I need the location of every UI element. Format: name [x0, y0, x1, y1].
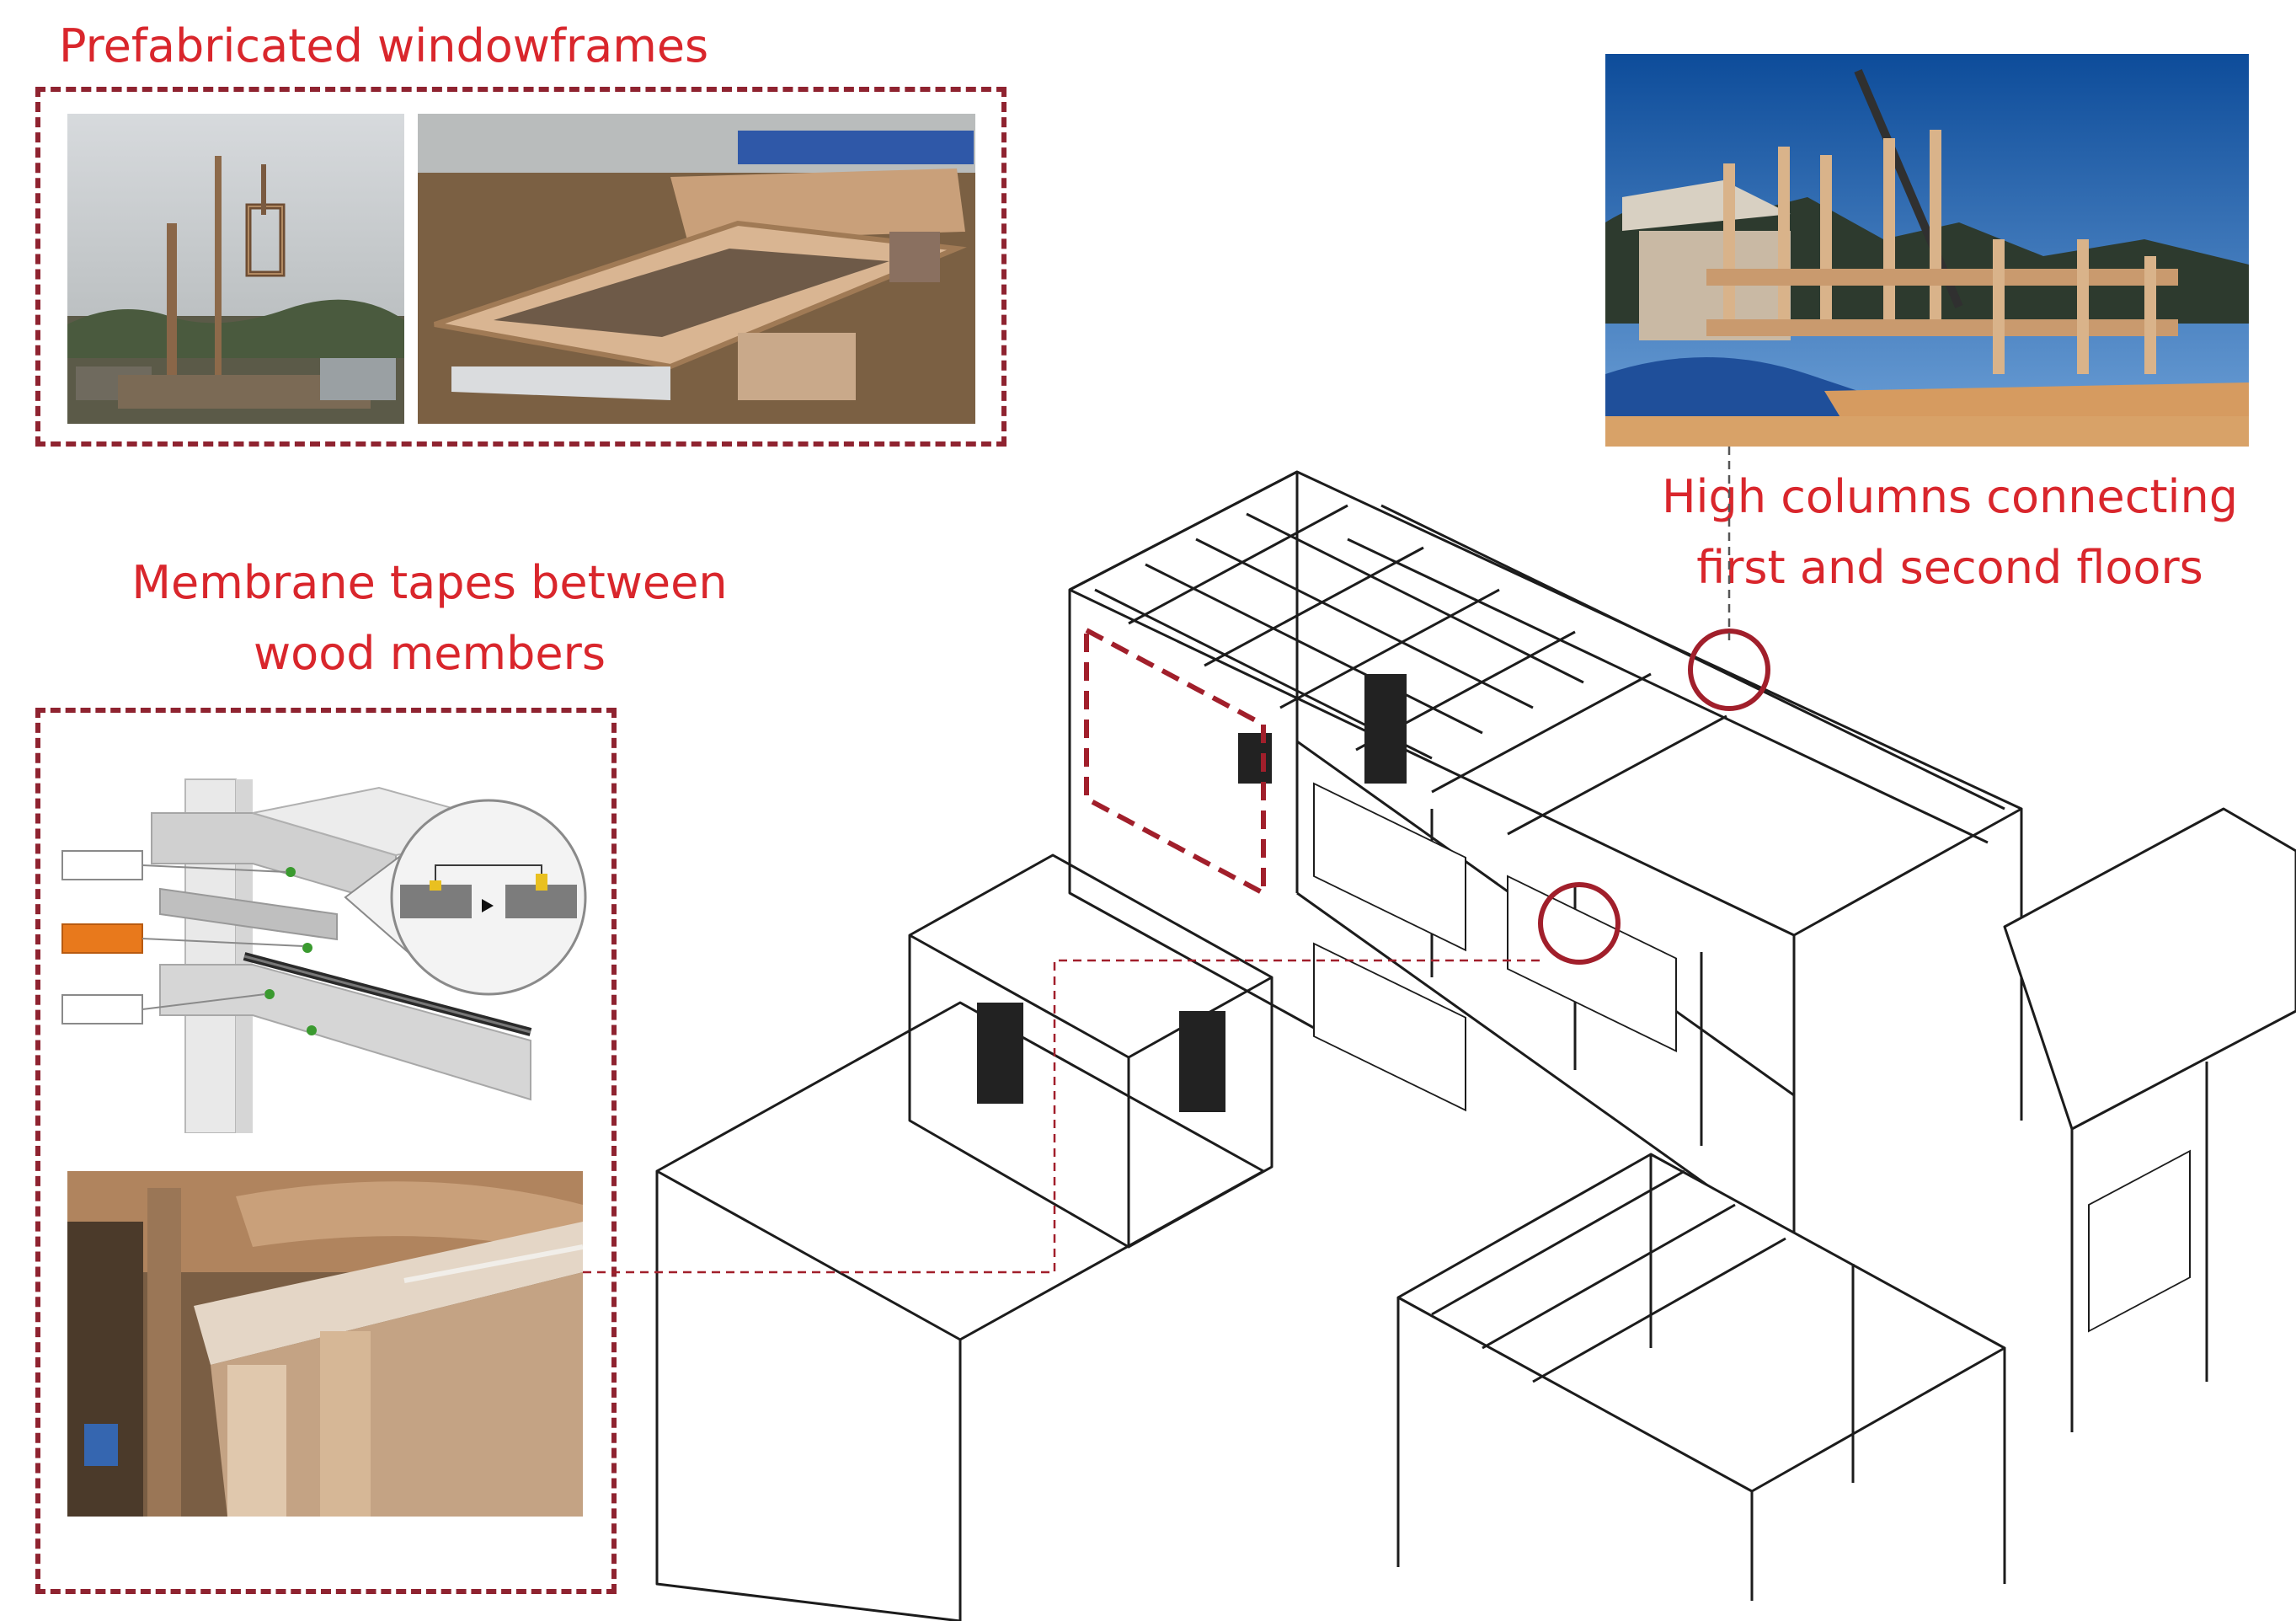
photo-prefab-frame [418, 114, 975, 424]
photo-membrane-closeup [67, 1171, 583, 1517]
label-membrane-line2: wood members [254, 627, 606, 680]
joint-detail-diagram [59, 762, 598, 1133]
photo-high-columns [1605, 54, 2249, 447]
callout-box-prefab [35, 87, 1007, 447]
label-membrane-line1: Membrane tapes between [131, 556, 728, 609]
highlight-circle-high-column [1688, 629, 1770, 711]
photo-column-windowframe [67, 114, 404, 424]
label-prefab-windowframes: Prefabricated windowframes [59, 19, 709, 72]
callout-box-membrane [35, 708, 617, 1594]
label-high-columns: High columns connecting first and second… [1621, 462, 2278, 603]
leader-line-membrane [583, 959, 1540, 1274]
label-columns-line1: High columns connecting [1661, 470, 2239, 523]
highlight-circle-membrane [1538, 882, 1621, 965]
label-membrane-tapes: Membrane tapes between wood members [51, 548, 809, 689]
label-columns-line2: first and second floors [1696, 541, 2203, 594]
